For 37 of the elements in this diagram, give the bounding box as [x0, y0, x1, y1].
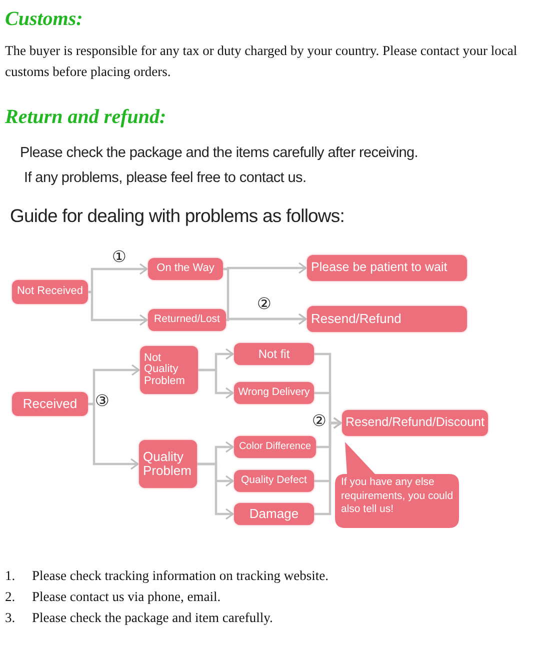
process-box: Returned/Lost: [148, 309, 226, 331]
arrow: [198, 368, 234, 399]
step-number: ①: [112, 250, 126, 266]
process-box: Not Received: [12, 280, 88, 304]
process-box: Color Difference: [234, 436, 316, 458]
list-item: Please contact us via phone, email.: [32, 589, 221, 605]
list-number: 3.: [5, 610, 16, 626]
process-box: Quality Problem: [139, 440, 197, 488]
list-item: Please check tracking information on tracking website.: [32, 568, 329, 584]
process-box: Please be patient to wait: [307, 255, 467, 281]
process-box: Received: [12, 392, 88, 416]
instruction-text: Please check the package and the items carefully after receiving.: [20, 145, 418, 161]
paragraph: The buyer is responsible for any tax or duty charged by your country. Please contact your local customs before placing orders.: [5, 42, 518, 81]
speech-bubble: If you have any else requirements, you could also tell us!: [335, 442, 459, 528]
arrow: [88, 402, 139, 470]
list-number: 2.: [5, 589, 16, 605]
section-heading: Customs:: [5, 8, 83, 31]
step-number: ②: [312, 414, 326, 430]
step-number: ②: [257, 297, 271, 313]
process-box: Damage: [234, 503, 314, 525]
process-box: Resend/Refund/Discount: [342, 410, 488, 436]
process-box: Not Quality Problem: [140, 346, 198, 394]
process-box: Quality Defect: [234, 470, 314, 492]
instruction-text: If any problems, please feel free to contact us.: [24, 170, 306, 186]
process-box: On the Way: [148, 258, 223, 280]
arrow: [226, 313, 307, 325]
arrow: [197, 462, 234, 520]
process-box: Wrong Delivery: [234, 382, 314, 404]
list-item: Please check the package and item carefully.: [32, 610, 273, 626]
step-number: ③: [95, 394, 109, 410]
arrow: [88, 290, 148, 326]
diagram-title: Guide for dealing with problems as follows:: [10, 205, 344, 227]
list-number: 1.: [5, 568, 16, 584]
process-box: Resend/Refund: [307, 306, 467, 332]
section-heading: Return and refund:: [5, 106, 166, 129]
process-box: Not fit: [234, 343, 314, 365]
arrow: [88, 263, 148, 294]
